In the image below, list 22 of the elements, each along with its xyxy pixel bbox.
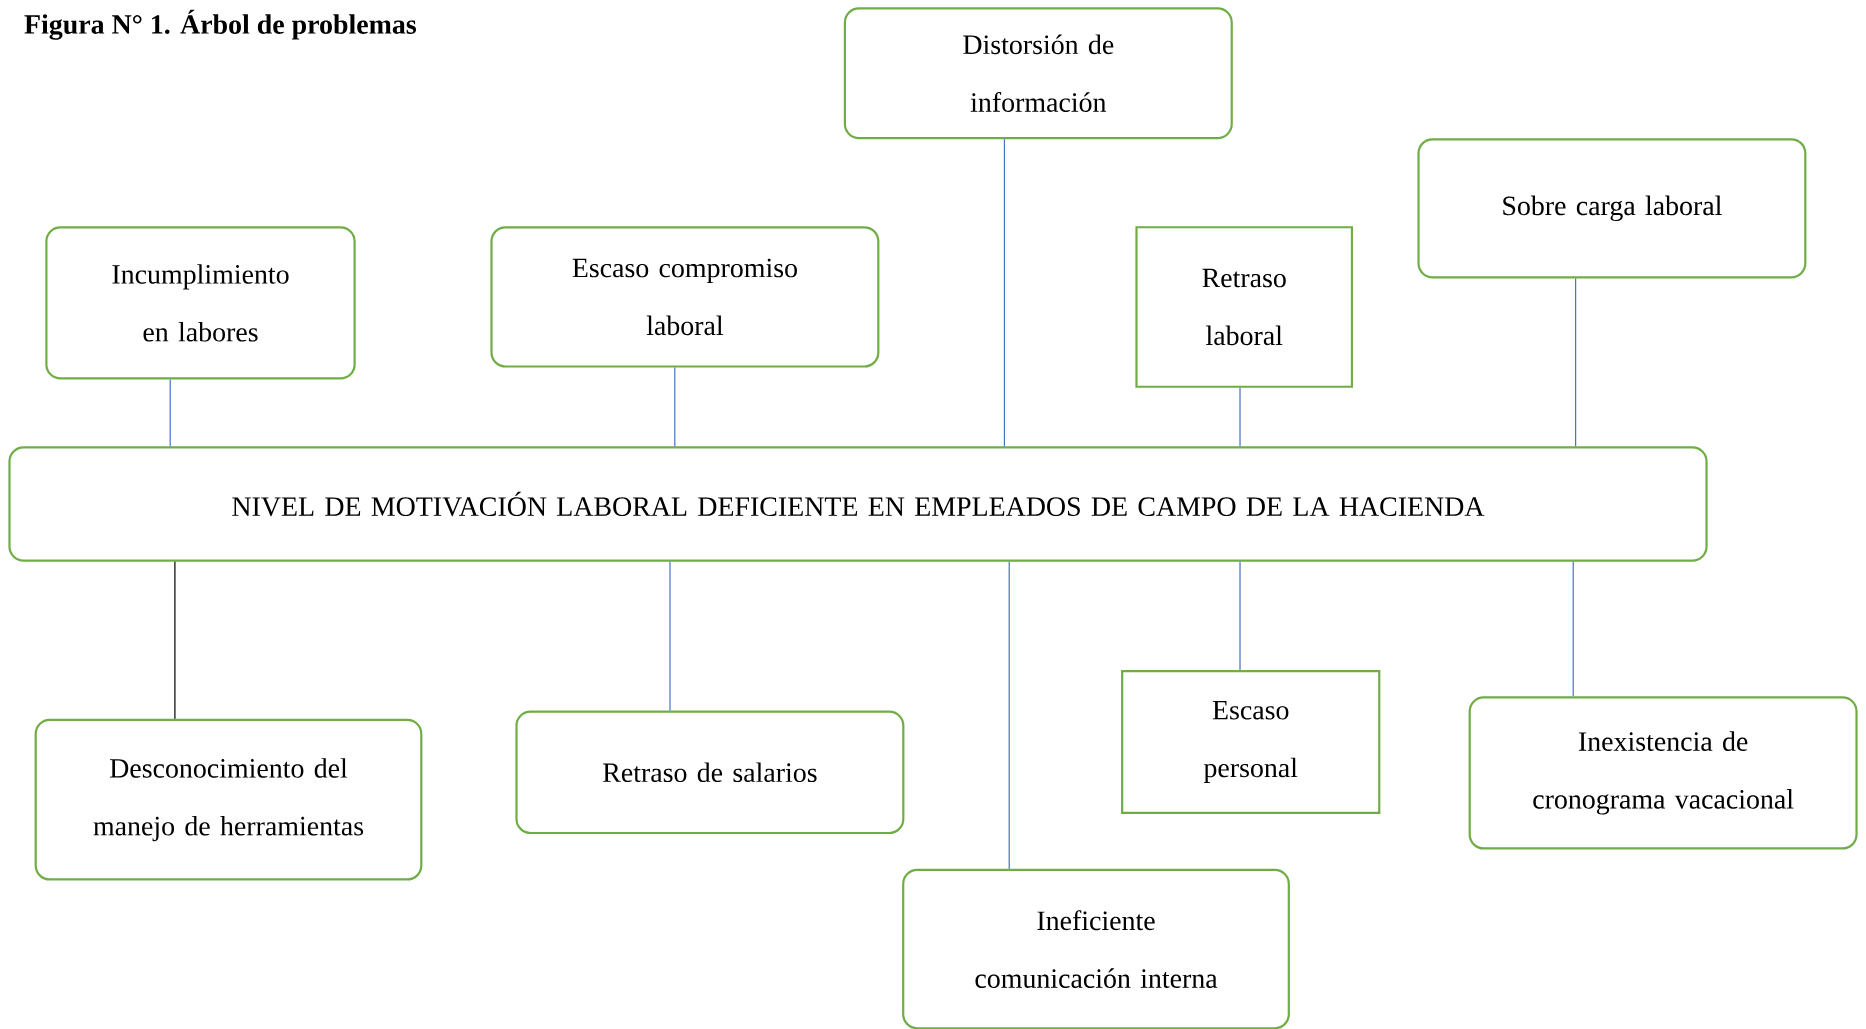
connector-line [1008, 561, 1010, 870]
connector-line [674, 367, 676, 447]
problem-box: Inexistencia de cronograma vacacional [1468, 696, 1858, 850]
problem-box: Sobre carga laboral [1417, 138, 1807, 279]
connector-line [1575, 277, 1577, 447]
connector-line [1572, 561, 1574, 697]
connector-line [174, 561, 176, 720]
problem-box: Incumplimiento en labores [45, 226, 356, 380]
problem-box: Retraso de salarios [515, 710, 905, 835]
connector-line [169, 378, 171, 447]
problem-box: Escaso personal [1121, 670, 1381, 814]
problem-box: Desconocimiento del manejo de herramientas [34, 718, 423, 881]
connector-line [1239, 561, 1241, 671]
problem-box: Escaso compromiso laboral [490, 226, 880, 368]
figure-title: Figura N° 1. Árbol de problemas [24, 9, 416, 40]
problem-box: NIVEL DE MOTIVACIÓN LABORAL DEFICIENTE EN EMPLEADOS DE CAMPO DE LA HACIENDA [8, 446, 1708, 562]
connector-line [1239, 387, 1241, 447]
problem-box: Ineficiente comunicación interna [902, 868, 1290, 1029]
connector-line [1003, 138, 1005, 447]
problem-box: Distorsión de información [843, 7, 1233, 140]
problem-box: Retraso laboral [1135, 226, 1353, 388]
connector-line [669, 561, 671, 712]
